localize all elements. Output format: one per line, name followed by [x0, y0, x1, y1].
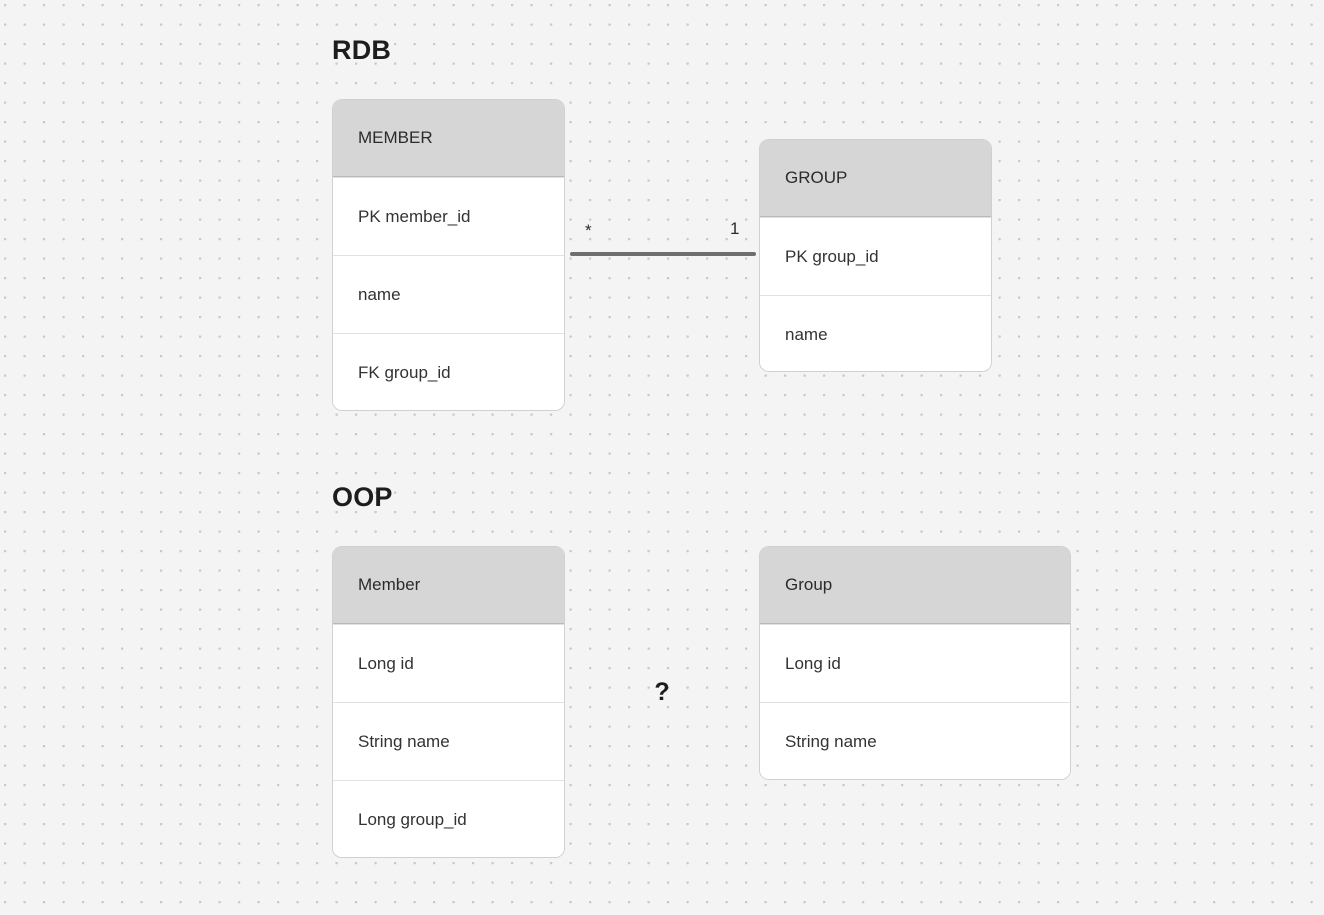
- entity-row-member-pk: PK member_id: [333, 177, 564, 255]
- relationship-line: [570, 252, 756, 256]
- class-box-group-oop[interactable]: Group Long id String name: [759, 546, 1071, 780]
- entity-header-member-rdb: MEMBER: [333, 100, 564, 177]
- class-box-member-oop[interactable]: Member Long id String name Long group_id: [332, 546, 565, 858]
- section-title-rdb: RDB: [332, 35, 392, 65]
- question-mark-icon: ?: [654, 677, 670, 706]
- class-field-member-id: Long id: [333, 624, 564, 702]
- class-field-member-name: String name: [333, 702, 564, 780]
- entity-group-rdb[interactable]: GROUP PK group_id name: [759, 139, 992, 372]
- entity-header-group-rdb: GROUP: [760, 140, 991, 217]
- class-field-group-name: String name: [760, 702, 1070, 779]
- cardinality-label-many: *: [585, 221, 592, 240]
- class-header-group-oop: Group: [760, 547, 1070, 624]
- class-field-group-id: Long id: [760, 624, 1070, 702]
- cardinality-label-one: 1: [730, 219, 740, 238]
- section-title-oop: OOP: [332, 482, 393, 512]
- class-header-member-oop: Member: [333, 547, 564, 624]
- entity-row-member-fk: FK group_id: [333, 333, 564, 410]
- entity-row-member-name: name: [333, 255, 564, 333]
- entity-member-rdb[interactable]: MEMBER PK member_id name FK group_id: [332, 99, 565, 411]
- entity-row-group-pk: PK group_id: [760, 217, 991, 295]
- class-field-member-group-id: Long group_id: [333, 780, 564, 857]
- relationship-member-group[interactable]: * 1: [566, 160, 760, 260]
- entity-row-group-name: name: [760, 295, 991, 371]
